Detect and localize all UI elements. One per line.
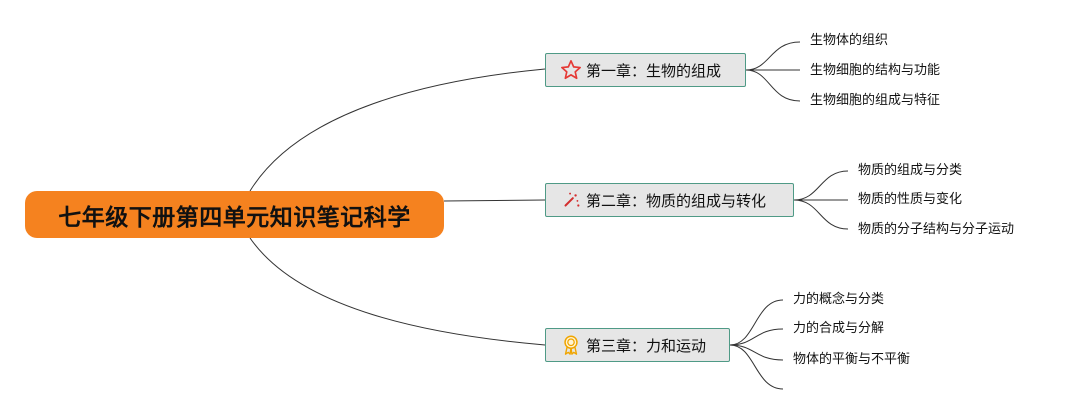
root-to-branch-1-line <box>249 68 546 192</box>
leaf-item[interactable]: 生物细胞的组成与特征 <box>810 93 941 108</box>
leaf-item[interactable]: 物质的组成与分类 <box>858 163 963 178</box>
leaf-item[interactable]: 物体的平衡与不平衡 <box>793 352 911 367</box>
branch-label: 第二章：物质的组成与转化 <box>586 191 767 210</box>
leaf-item[interactable]: 生物细胞的结构与功能 <box>810 63 941 78</box>
magic-wand-icon <box>560 189 582 211</box>
root-to-branch-2-line <box>443 199 546 202</box>
leaf-item[interactable]: 物质的分子结构与分子运动 <box>858 222 1015 237</box>
leaf-item[interactable]: 力的概念与分类 <box>793 292 885 307</box>
leaf-item[interactable]: 生物体的组织 <box>810 33 889 48</box>
award-ribbon-icon <box>560 334 582 356</box>
root-to-branch-3-line <box>249 237 546 346</box>
branch-chapter-1[interactable]: 第一章：生物的组成 <box>545 53 746 87</box>
branch-label: 第一章：生物的组成 <box>586 61 722 80</box>
branch-label: 第三章：力和运动 <box>586 336 707 355</box>
star-icon <box>560 59 582 81</box>
root-topic[interactable]: 七年级下册第四单元知识笔记科学 <box>25 191 444 238</box>
leaf-item[interactable]: 力的合成与分解 <box>793 321 885 336</box>
root-title: 七年级下册第四单元知识笔记科学 <box>58 204 411 231</box>
branch-chapter-3[interactable]: 第三章：力和运动 <box>545 328 730 362</box>
branch-chapter-2[interactable]: 第二章：物质的组成与转化 <box>545 183 794 217</box>
leaf-item[interactable]: 物质的性质与变化 <box>858 192 963 207</box>
